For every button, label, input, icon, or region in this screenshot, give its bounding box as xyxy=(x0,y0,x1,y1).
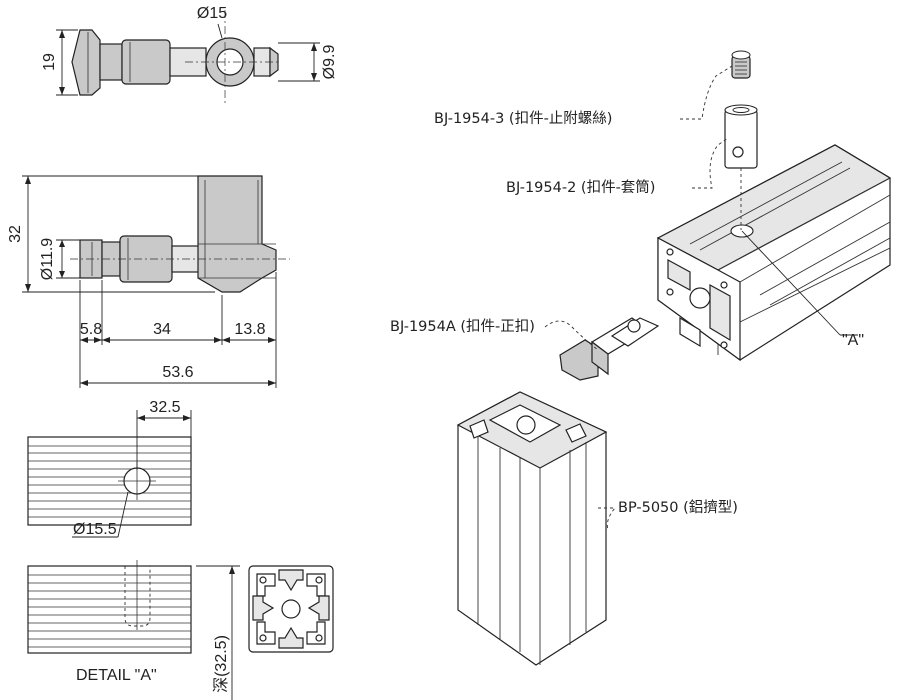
side-view: 32 Ø11.9 5.8 34 13.8 53.6 xyxy=(7,175,290,388)
detail-a-label: DETAIL "A" xyxy=(76,667,157,684)
callout-profile: BP-5050 (鋁擠型) xyxy=(618,499,738,516)
dim-side-diameter: Ø11.9 xyxy=(39,238,56,281)
dim-top-diameter: Ø15 xyxy=(197,5,227,22)
detail-hole-view: 32.5 Ø15.5 xyxy=(27,399,192,538)
dim-side-height: 32 xyxy=(7,225,24,243)
detail-side-view: 深(32.5) DETAIL "A" xyxy=(27,560,240,700)
dim-len-a: 5.8 xyxy=(80,321,102,338)
dim-top-right-diameter: Ø9.9 xyxy=(321,45,338,80)
callout-detail-ref: "A" xyxy=(842,332,864,349)
callout-connector: BJ-1954A (扣件-正扣) xyxy=(390,318,535,335)
dim-len-total: 53.6 xyxy=(162,364,193,381)
dim-len-c: 13.8 xyxy=(234,321,265,338)
dim-len-b: 34 xyxy=(153,321,171,338)
dim-hole-offset: 32.5 xyxy=(149,399,180,416)
dim-top-height: 19 xyxy=(41,53,58,71)
assembly-3d: BJ-1954-3 (扣件-止附螺絲) BJ-1954-2 (扣件-套筒) BJ… xyxy=(390,50,892,666)
callout-screw: BJ-1954-3 (扣件-止附螺絲) xyxy=(434,110,612,127)
callout-sleeve: BJ-1954-2 (扣件-套筒) xyxy=(506,179,655,196)
profile-cross-section xyxy=(248,565,334,653)
dim-hole-diameter: Ø15.5 xyxy=(73,521,117,538)
dim-depth: 深(32.5) xyxy=(212,635,230,693)
top-view: 19 Ø15 Ø9.9 xyxy=(41,5,338,105)
